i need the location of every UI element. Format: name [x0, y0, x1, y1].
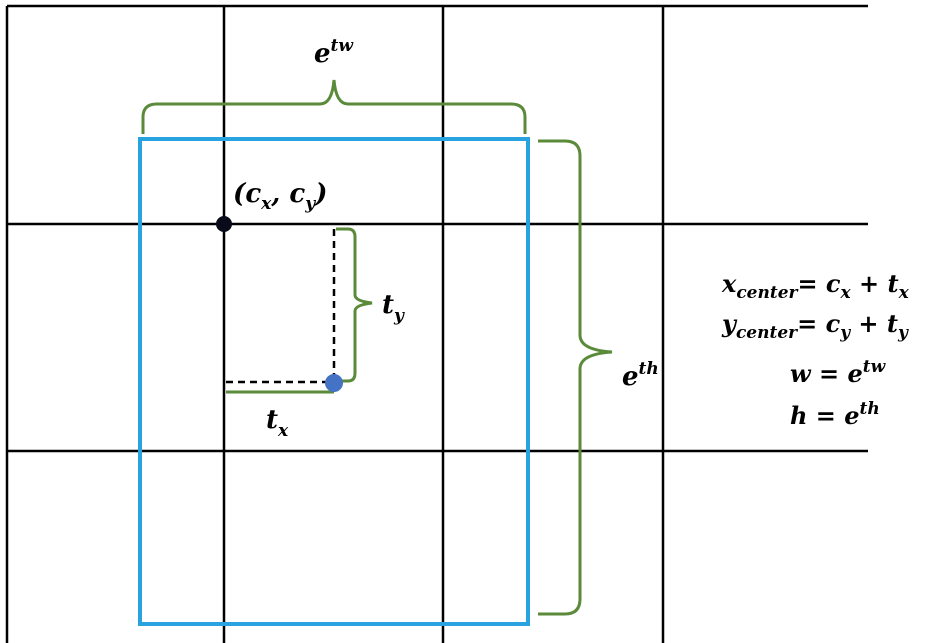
- ty-brace: [336, 227, 373, 383]
- equation-height: h = eth: [790, 399, 880, 430]
- box-center-point: [325, 374, 343, 392]
- tx-label: tx: [266, 405, 289, 441]
- equation-x-center: xcenter= cx + tx: [721, 269, 910, 303]
- ty-label: ty: [382, 290, 405, 326]
- bounding-box: [138, 137, 530, 626]
- equation-y-center: ycenter= cy + ty: [721, 309, 909, 343]
- height-brace: [538, 139, 613, 616]
- height-label: eth: [622, 359, 659, 392]
- cell-corner-label: (cx, cy): [233, 179, 327, 214]
- equation-width: w = etw: [790, 357, 887, 388]
- grid: [5, 4, 868, 643]
- width-brace: [141, 79, 527, 134]
- cell-corner-point: [216, 216, 232, 232]
- equations: xcenter= cx + tx ycenter= cy + ty w = et…: [721, 269, 910, 430]
- width-label: etw: [314, 36, 354, 69]
